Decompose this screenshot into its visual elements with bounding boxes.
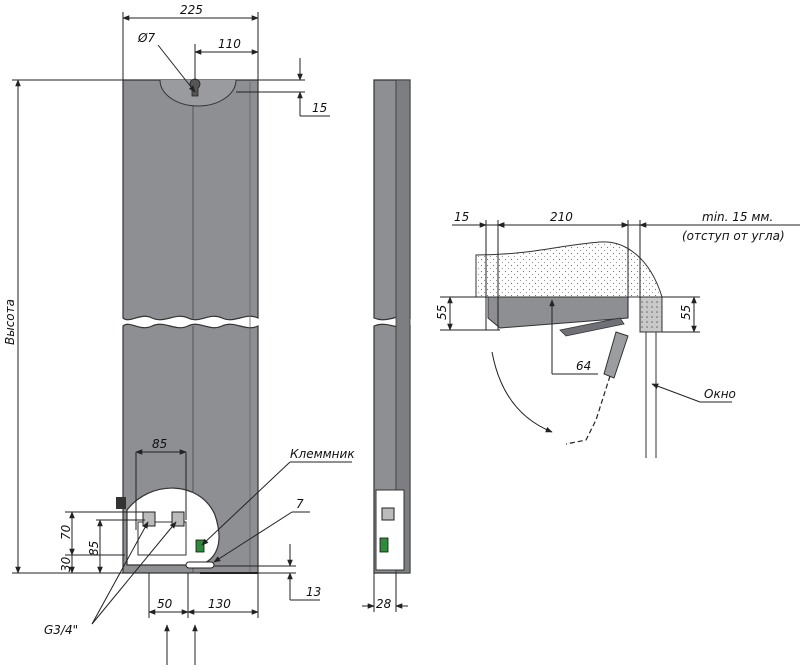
dim-210: 210 xyxy=(550,210,573,224)
swing-arc-arrow xyxy=(491,351,553,433)
dim-30: 30 xyxy=(59,556,73,572)
left-pipe-connector xyxy=(142,511,156,527)
dim-64: 64 xyxy=(576,359,591,373)
dim-85-vertical: 85 xyxy=(87,541,101,556)
side-terminal-icon xyxy=(379,537,389,553)
dim-13: 13 xyxy=(306,585,321,599)
door-swing-dashed xyxy=(565,375,611,445)
side-bottom-cutout xyxy=(375,489,405,571)
window-sill xyxy=(475,241,663,298)
radiator-top-view xyxy=(487,296,629,329)
dim-min-offset: min. 15 мм. xyxy=(702,210,773,224)
terminal-block-icon xyxy=(195,539,205,553)
thread-label: G3/4" xyxy=(44,623,78,637)
dim-55-left: 55 xyxy=(435,305,449,320)
front-view xyxy=(116,78,259,574)
radiator-hinge xyxy=(559,317,625,337)
dim-pipe-spacing: 85 xyxy=(152,437,167,451)
wall-block xyxy=(639,296,663,333)
install-view: 15 210 min. 15 мм. (отступ от угла) 55 5… xyxy=(435,210,800,458)
dim-130: 130 xyxy=(208,597,231,611)
side-front-plate xyxy=(395,79,411,574)
dim-70: 70 xyxy=(59,524,73,540)
valve-knob xyxy=(116,497,126,509)
dim-hole-diameter: Ø7 xyxy=(137,31,155,45)
dim-offset-note: (отступ от угла) xyxy=(682,229,785,243)
dim-width: 225 xyxy=(180,3,203,17)
dim-15-install: 15 xyxy=(454,210,469,224)
front-dimensions: 225 110 Ø7 15 Высота 85 70 30 85 xyxy=(3,3,355,665)
dim-depth: 28 xyxy=(376,597,392,611)
opened-door xyxy=(603,331,629,379)
dim-7: 7 xyxy=(296,497,304,511)
dim-top-offset: 15 xyxy=(312,101,327,115)
side-pipe xyxy=(381,507,395,521)
radiator-upper-body xyxy=(122,79,259,321)
side-view: 28 xyxy=(362,79,411,612)
dim-hole-offset: 110 xyxy=(218,37,241,51)
terminal-label: Клеммник xyxy=(290,447,355,461)
dim-55-right: 55 xyxy=(679,305,693,320)
dim-50: 50 xyxy=(157,597,173,611)
dim-height-label: Высота xyxy=(3,299,17,345)
cable-slot xyxy=(185,561,215,569)
window-label: Окно xyxy=(704,387,736,401)
